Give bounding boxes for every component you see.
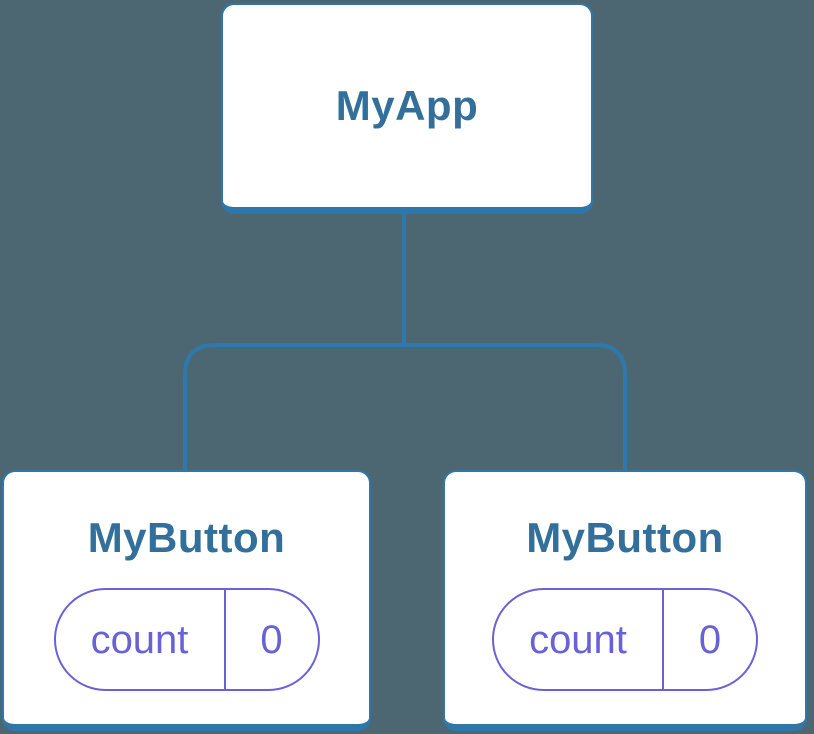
state-key-label: count xyxy=(529,617,627,662)
state-value-cell: 0 xyxy=(223,590,318,689)
component-label: MyButton xyxy=(87,514,286,561)
state-key-cell: count xyxy=(494,590,662,689)
connector-bracket xyxy=(183,343,627,472)
state-value-label: 0 xyxy=(260,617,283,662)
component-node-myapp: MyApp xyxy=(221,3,593,214)
component-label: MyApp xyxy=(335,82,479,129)
component-label: MyButton xyxy=(526,514,724,561)
state-key-cell: count xyxy=(56,590,224,689)
state-pill: count 0 xyxy=(53,588,320,691)
state-pill: count 0 xyxy=(492,588,758,691)
state-key-label: count xyxy=(90,617,189,662)
state-value-cell: 0 xyxy=(662,590,756,689)
component-node-mybutton-left: MyButton count 0 xyxy=(2,470,371,731)
component-node-mybutton-right: MyButton count 0 xyxy=(443,470,807,731)
state-value-label: 0 xyxy=(698,617,722,662)
